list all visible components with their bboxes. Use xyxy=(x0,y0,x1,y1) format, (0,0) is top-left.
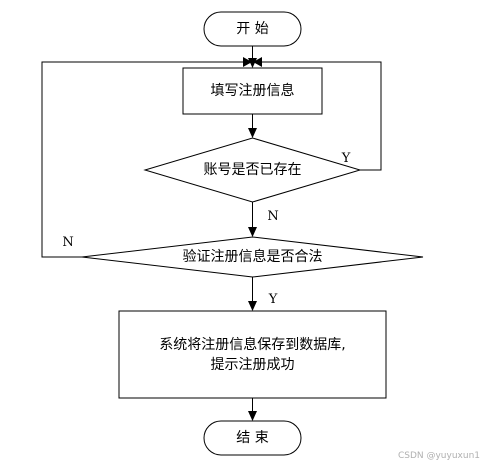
account-exists-label: 账号是否已存在 xyxy=(204,162,302,178)
arrow-validate-no-loop xyxy=(243,57,252,67)
arrow-exists-yes-loop xyxy=(253,57,262,67)
validate-no-label: N xyxy=(62,235,73,250)
arrow-into-exists xyxy=(248,128,257,138)
arrow-into-validate xyxy=(248,227,257,237)
exists-no-label: N xyxy=(267,209,278,224)
arrow-into-fill xyxy=(248,58,257,68)
watermark: CSDN @yuyuxun1 xyxy=(398,451,480,461)
edge-validate-no-loop xyxy=(41,61,243,258)
edge-exists-yes-loop xyxy=(262,61,382,171)
validate-yes-label: Y xyxy=(268,292,278,307)
save-line1-label: 系统将注册信息保存到数据库, xyxy=(159,336,345,353)
validate-label: 验证注册信息是否合法 xyxy=(183,248,323,265)
process-fill-info xyxy=(182,67,323,115)
process-save-db xyxy=(118,310,387,399)
arrow-into-save xyxy=(248,301,257,311)
start-label: 开 始 xyxy=(236,21,268,37)
fill-info-label: 填写注册信息 xyxy=(211,82,295,99)
save-line2-label: 提示注册成功 xyxy=(211,357,295,373)
end-terminal xyxy=(203,420,302,456)
exists-yes-label: Y xyxy=(341,151,351,166)
end-label: 结 束 xyxy=(236,430,268,446)
arrow-into-end xyxy=(248,411,257,421)
